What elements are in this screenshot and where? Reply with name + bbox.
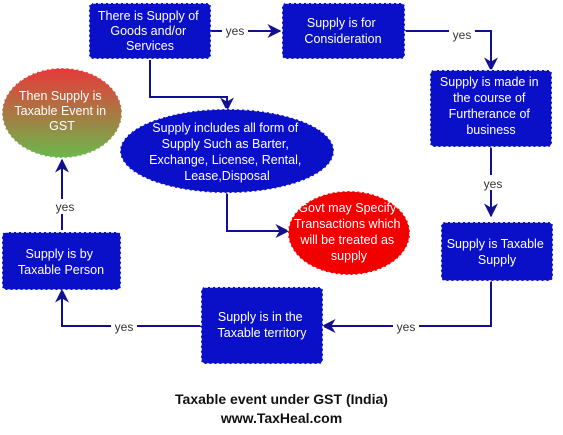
edge-labels: yes yes yes yes yes yes: [52, 23, 506, 334]
edges: [55, 24, 498, 333]
node-taxable-supply: Supply is Taxable Supply: [440, 221, 554, 282]
node-line: Then Supply is: [19, 89, 102, 103]
edge-label-goods-to-consideration: yes: [226, 24, 245, 38]
node-line: Furtherance of: [449, 107, 531, 121]
node-consideration: Supply is for Consideration: [281, 2, 406, 60]
node-line: Supply is made in: [440, 75, 539, 89]
edge-label-furtherance-to-taxable: yes: [484, 177, 503, 191]
node-territory: Supply is in the Taxable territory: [200, 286, 324, 365]
edge-label-territory-to-person: yes: [115, 320, 134, 334]
node-line: Supply is in the: [218, 310, 303, 324]
node-taxable-person-label: Supply is by Taxable Person: [18, 247, 104, 277]
node-line: Services: [126, 39, 174, 53]
node-supply-includes-label: Supply includes all form of Supply Such …: [149, 121, 305, 183]
node-line: Consideration: [304, 32, 381, 46]
node-govt-specify-label: Govt may Specify Transactions which will…: [294, 201, 404, 263]
edge-label-person-to-event: yes: [56, 200, 75, 214]
node-line: Supply: [478, 253, 517, 267]
edge-territory-to-person: [55, 288, 201, 327]
node-line: Taxable territory: [218, 326, 308, 340]
node-line: There is Supply of: [98, 9, 199, 23]
node-line: Transactions which: [294, 217, 401, 231]
node-furtherance: Supply is made in the course of Furthera…: [429, 69, 553, 148]
node-territory-label: Supply is in the Taxable territory: [218, 310, 308, 340]
node-line: Supply is for: [307, 16, 376, 30]
node-taxable-event: Then Supply is Taxable Event in GST: [1, 67, 123, 159]
edge-goods-to-includes: [149, 60, 234, 112]
node-furtherance-label: Supply is made in the course of Furthera…: [440, 75, 542, 137]
node-line: Exchange, License, Rental,: [149, 153, 301, 167]
node-line: Govt may Specify: [298, 201, 397, 215]
edge-taxable-to-territory: [321, 281, 492, 333]
edge-label-consideration-to-furtherance: yes: [453, 28, 472, 42]
node-line: Supply includes all form of: [152, 121, 298, 135]
node-supply-goods: There is Supply of Goods and/or Services: [88, 2, 212, 60]
node-supply-goods-label: There is Supply of Goods and/or Services: [98, 9, 202, 53]
node-line: Taxable Person: [18, 263, 104, 277]
node-line: Taxable Event in: [14, 104, 106, 118]
node-line: Goods and/or: [110, 24, 186, 38]
node-line: supply: [331, 249, 368, 263]
edge-label-taxable-to-territory: yes: [397, 320, 416, 334]
node-line: business: [466, 123, 515, 137]
node-supply-includes: Supply includes all form of Supply Such …: [119, 108, 335, 194]
edge-includes-to-govt: [226, 192, 290, 238]
node-line: the course of: [453, 91, 526, 105]
caption-site: www.TaxHeal.com: [220, 410, 343, 426]
node-line: Lease,Disposal: [184, 169, 269, 183]
edge-consideration-to-furtherance: [405, 30, 498, 72]
node-taxable-person: Supply is by Taxable Person: [1, 231, 122, 291]
node-consideration-label: Supply is for Consideration: [304, 16, 381, 46]
node-line: will be treated as: [299, 233, 394, 247]
caption-title: Taxable event under GST (India): [175, 391, 388, 407]
node-line: Supply is Taxable: [447, 237, 544, 251]
node-govt-specify: Govt may Specify Transactions which will…: [287, 190, 411, 276]
node-taxable-event-label: Then Supply is Taxable Event in GST: [14, 89, 109, 133]
node-taxable-supply-label: Supply is Taxable Supply: [447, 237, 548, 267]
node-line: Supply is by: [26, 247, 94, 261]
node-line: Supply Such as Barter,: [162, 137, 289, 151]
node-line: GST: [49, 119, 75, 133]
